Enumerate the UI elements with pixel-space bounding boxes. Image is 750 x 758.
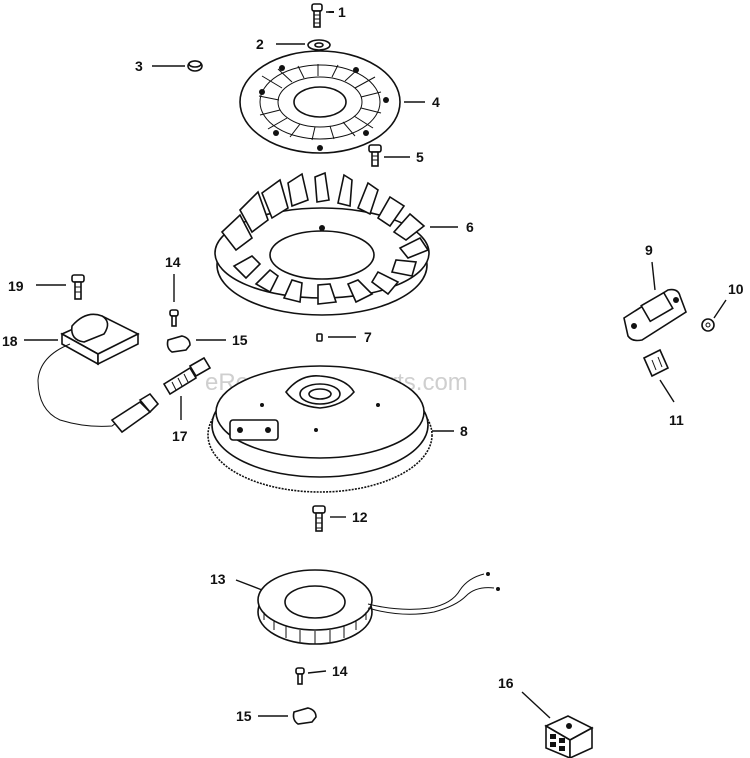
part-12-bolt[interactable] [312, 505, 326, 532]
callout-5: 5 [416, 149, 424, 165]
callout-6: 6 [466, 219, 474, 235]
callout-12: 12 [352, 509, 368, 525]
part-13-stator[interactable] [257, 569, 500, 645]
part-17-plug[interactable] [162, 356, 212, 396]
part-1-bolt[interactable] [311, 3, 323, 28]
callout-4: 4 [432, 94, 440, 110]
callout-1: 1 [338, 4, 346, 20]
callout-9: 9 [645, 242, 653, 258]
callout-16: 16 [498, 675, 514, 691]
callout-15-lower: 15 [236, 708, 252, 724]
part-10-screw[interactable] [701, 318, 715, 332]
part-6-fan[interactable] [214, 171, 430, 316]
part-7-key[interactable] [316, 333, 323, 342]
part-19-bolt[interactable] [71, 274, 85, 300]
callout-11: 11 [669, 412, 684, 428]
part-3-nut[interactable] [187, 60, 203, 72]
callout-19: 19 [8, 278, 24, 294]
part-18-ignition-module[interactable] [37, 313, 160, 434]
part-2-washer[interactable] [307, 39, 331, 51]
callout-14-lower: 14 [332, 663, 348, 679]
callout-17: 17 [172, 428, 188, 444]
callout-15-upper: 15 [232, 332, 248, 348]
part-15-clip-lower[interactable] [292, 707, 317, 725]
callout-18: 18 [2, 333, 18, 349]
part-8-flywheel[interactable] [207, 365, 433, 493]
callout-14-upper: 14 [165, 254, 181, 270]
callout-8: 8 [460, 423, 468, 439]
callout-2: 2 [256, 36, 264, 52]
callout-10: 10 [728, 281, 744, 297]
callout-3: 3 [135, 58, 143, 74]
part-16-terminal-block[interactable] [544, 715, 594, 758]
part-14-screw-lower[interactable] [295, 667, 305, 685]
part-9-rectifier-plate[interactable] [623, 288, 687, 342]
callout-7: 7 [364, 329, 372, 345]
part-14-screw-upper[interactable] [169, 309, 179, 327]
part-11-connector[interactable] [642, 348, 670, 378]
part-15-clip-upper[interactable] [166, 335, 191, 353]
part-4-screen-disc[interactable] [239, 50, 401, 154]
callout-13: 13 [210, 571, 226, 587]
part-5-screw[interactable] [368, 144, 382, 167]
